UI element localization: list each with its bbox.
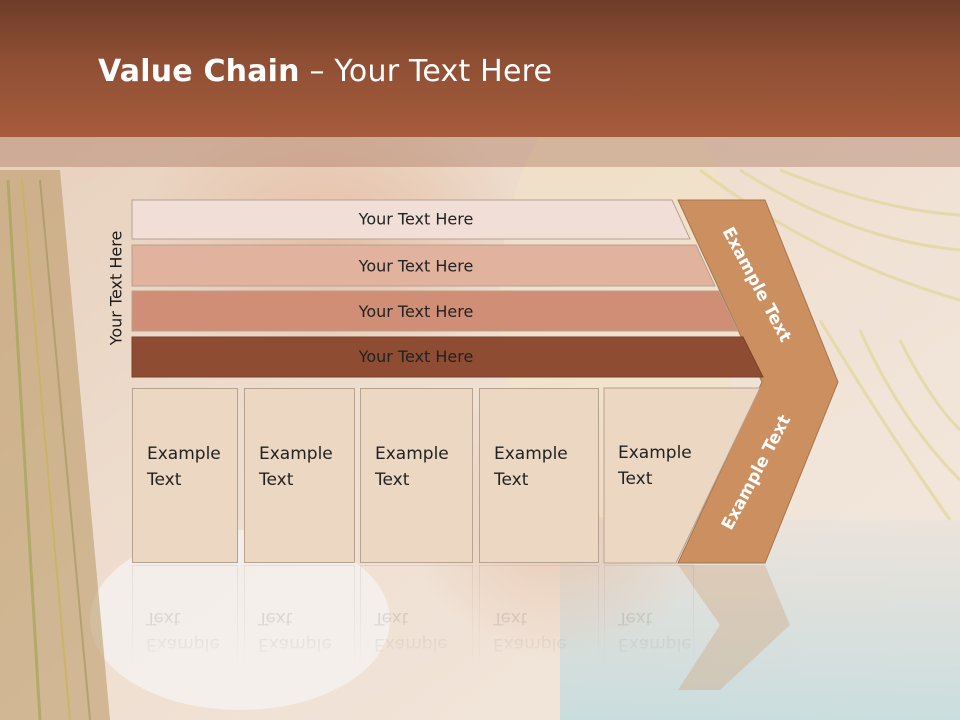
- bar-4-label: Your Text Here: [358, 347, 474, 366]
- bar-4: Your Text Here: [131, 336, 764, 378]
- bar-3-label: Your Text Here: [358, 302, 474, 321]
- bar-1-shape: [131, 199, 691, 240]
- bar-2: Your Text Here: [131, 244, 716, 287]
- bar-1: Your Text Here: [131, 199, 691, 240]
- bar-1-label: Your Text Here: [358, 210, 474, 229]
- bar-2-shape: [131, 244, 716, 287]
- bar-4-shape: [131, 336, 764, 378]
- chevron-shape: [677, 199, 839, 564]
- title-strong: Value Chain: [98, 54, 300, 89]
- header-strip: [0, 137, 960, 167]
- box-5-shape: [603, 387, 761, 564]
- bar-2-label: Your Text Here: [358, 257, 474, 276]
- slide-title: Value Chain – Your Text Here: [98, 54, 552, 89]
- title-rest: – Your Text Here: [299, 54, 553, 89]
- bar-3: Your Text Here: [131, 290, 739, 332]
- chevron-reflection: [678, 565, 790, 690]
- header-bar: [0, 0, 960, 137]
- bar-3-shape: [131, 290, 739, 332]
